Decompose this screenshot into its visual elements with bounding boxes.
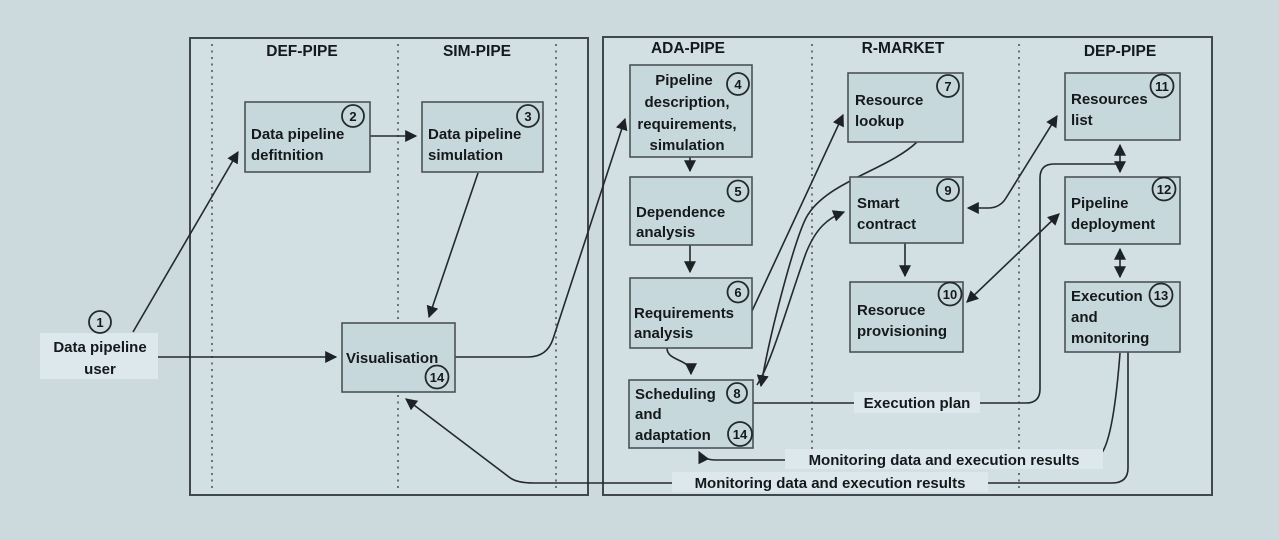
step-number: 2 xyxy=(349,109,356,124)
edge-simulation-to-visualisation xyxy=(426,172,479,319)
step-number-circle xyxy=(726,382,748,404)
step-number: 9 xyxy=(944,183,951,198)
step-number-circle xyxy=(726,179,750,203)
lane-title-ada-pipe: ADA-PIPE xyxy=(651,40,725,57)
svg-text:and: and xyxy=(1071,309,1098,326)
svg-text:description,: description, xyxy=(644,94,729,111)
step-number: 11 xyxy=(1155,79,1169,94)
step-number-circle xyxy=(936,74,960,98)
step-number-circle xyxy=(424,364,450,390)
step-number: 8 xyxy=(733,386,740,401)
svg-text:Data pipeline: Data pipeline xyxy=(251,126,344,143)
svg-text:deployment: deployment xyxy=(1071,216,1155,233)
step-number-circle xyxy=(1151,176,1177,202)
step-number-circle xyxy=(1149,73,1175,99)
step-number: 3 xyxy=(524,109,531,124)
edge-user-to-definition xyxy=(132,150,239,333)
svg-text:Resoruce: Resoruce xyxy=(857,302,925,319)
node-data-pipeline-user: 1 Data pipeline user xyxy=(40,310,158,379)
execution-plan-label: Execution plan xyxy=(864,395,971,412)
svg-text:Smart: Smart xyxy=(857,195,900,212)
svg-text:user: user xyxy=(84,361,116,378)
step-number-circle xyxy=(341,104,365,128)
monitoring-to-visualisation-label: Monitoring data and execution results xyxy=(695,475,966,492)
lane-title-def-pipe: DEF-PIPE xyxy=(266,43,337,60)
svg-text:Execution: Execution xyxy=(1071,288,1143,305)
svg-text:analysis: analysis xyxy=(634,325,693,342)
monitoring-label-highlight xyxy=(672,472,988,492)
svg-text:monitoring: monitoring xyxy=(1071,330,1149,347)
svg-text:Visualisation: Visualisation xyxy=(346,350,438,367)
node-pipeline-deployment: 12 Pipeline deployment xyxy=(1064,176,1181,245)
node-dependence-analysis: 5 Dependence analysis xyxy=(629,176,753,246)
node-resource-lookup: 7 Resource lookup xyxy=(847,72,964,143)
step-number-circle xyxy=(936,178,960,202)
node-resource-provisioning: 10 Resoruce provisioning xyxy=(849,281,964,353)
edge-labels: Execution plan Monitoring data and execu… xyxy=(672,392,1103,492)
monitoring-to-scheduling-label: Monitoring data and execution results xyxy=(809,452,1080,469)
edge-provisioning-deployment xyxy=(966,213,1060,303)
step-number: 5 xyxy=(734,184,741,199)
step-number: 10 xyxy=(943,287,957,302)
node-pipeline-description: 4 Pipeline description, requirements, si… xyxy=(629,64,753,158)
svg-text:analysis: analysis xyxy=(636,224,695,241)
svg-text:simulation: simulation xyxy=(649,137,724,154)
svg-text:and: and xyxy=(635,406,662,423)
node-execution-monitoring: 13 Execution and monitoring xyxy=(1064,281,1181,353)
lane-title-dep-pipe: DEP-PIPE xyxy=(1084,43,1156,60)
svg-text:Pipeline: Pipeline xyxy=(655,72,713,89)
step-number-circle xyxy=(726,72,750,96)
node-scheduling-adaptation: Scheduling and adaptation 8 14 xyxy=(628,379,754,449)
lane-title-sim-pipe: SIM-PIPE xyxy=(443,43,511,60)
step-number: 1 xyxy=(96,315,103,330)
execution-plan-label-highlight xyxy=(854,392,980,413)
step-number: 14 xyxy=(733,427,748,442)
svg-text:contract: contract xyxy=(857,216,916,233)
step-number-circle xyxy=(88,310,112,334)
edge-requirements-to-scheduling xyxy=(666,347,697,376)
svg-text:Pipeline: Pipeline xyxy=(1071,195,1129,212)
edge-lookup-to-scheduling xyxy=(756,141,918,388)
svg-text:Resources: Resources xyxy=(1071,91,1148,108)
step-number: 6 xyxy=(734,285,741,300)
node-visualisation: Visualisation 14 xyxy=(341,322,456,393)
svg-text:lookup: lookup xyxy=(855,113,904,130)
step-number-circle xyxy=(726,280,750,304)
step-number: 14 xyxy=(430,370,445,385)
edge-requirements-to-lookup xyxy=(751,113,844,312)
step-number: 12 xyxy=(1157,182,1171,197)
svg-text:list: list xyxy=(1071,112,1093,129)
node-requirements-analysis: 6 Requirements analysis xyxy=(629,277,753,349)
step-number-circle xyxy=(727,421,753,447)
svg-text:Resource: Resource xyxy=(855,92,923,109)
node-data-pipeline-definition: 2 Data pipeline defitnition xyxy=(244,101,371,173)
step-number-circle xyxy=(516,104,540,128)
step-number: 4 xyxy=(734,77,742,92)
node-resources-list: 11 Resources list xyxy=(1064,72,1181,141)
svg-text:defitnition: defitnition xyxy=(251,147,323,164)
node-smart-contract: 9 Smart contract xyxy=(849,176,964,244)
lane-title-r-market: R-MARKET xyxy=(862,40,945,57)
svg-text:simulation: simulation xyxy=(428,147,503,164)
svg-text:adaptation: adaptation xyxy=(635,427,711,444)
svg-text:requirements,: requirements, xyxy=(637,116,736,133)
svg-text:Requirements: Requirements xyxy=(634,305,734,322)
step-number: 13 xyxy=(1154,288,1168,303)
node-data-pipeline-simulation: 3 Data pipeline simulation xyxy=(421,101,544,173)
edge-scheduling-to-contract xyxy=(756,210,846,386)
svg-text:Data pipeline: Data pipeline xyxy=(53,339,146,356)
svg-text:provisioning: provisioning xyxy=(857,323,947,340)
edge-execution-plan xyxy=(753,163,1119,404)
step-number-circle xyxy=(1148,282,1174,308)
svg-text:Dependence: Dependence xyxy=(636,204,725,221)
svg-text:Scheduling: Scheduling xyxy=(635,386,716,403)
svg-text:Data pipeline: Data pipeline xyxy=(428,126,521,143)
step-number-circle xyxy=(937,281,963,307)
edge-contract-resources xyxy=(966,114,1058,214)
edge-visualisation-to-description xyxy=(455,117,628,358)
user-label-highlight xyxy=(40,333,158,379)
step-number: 7 xyxy=(944,79,951,94)
monitoring-label-highlight xyxy=(785,449,1103,469)
